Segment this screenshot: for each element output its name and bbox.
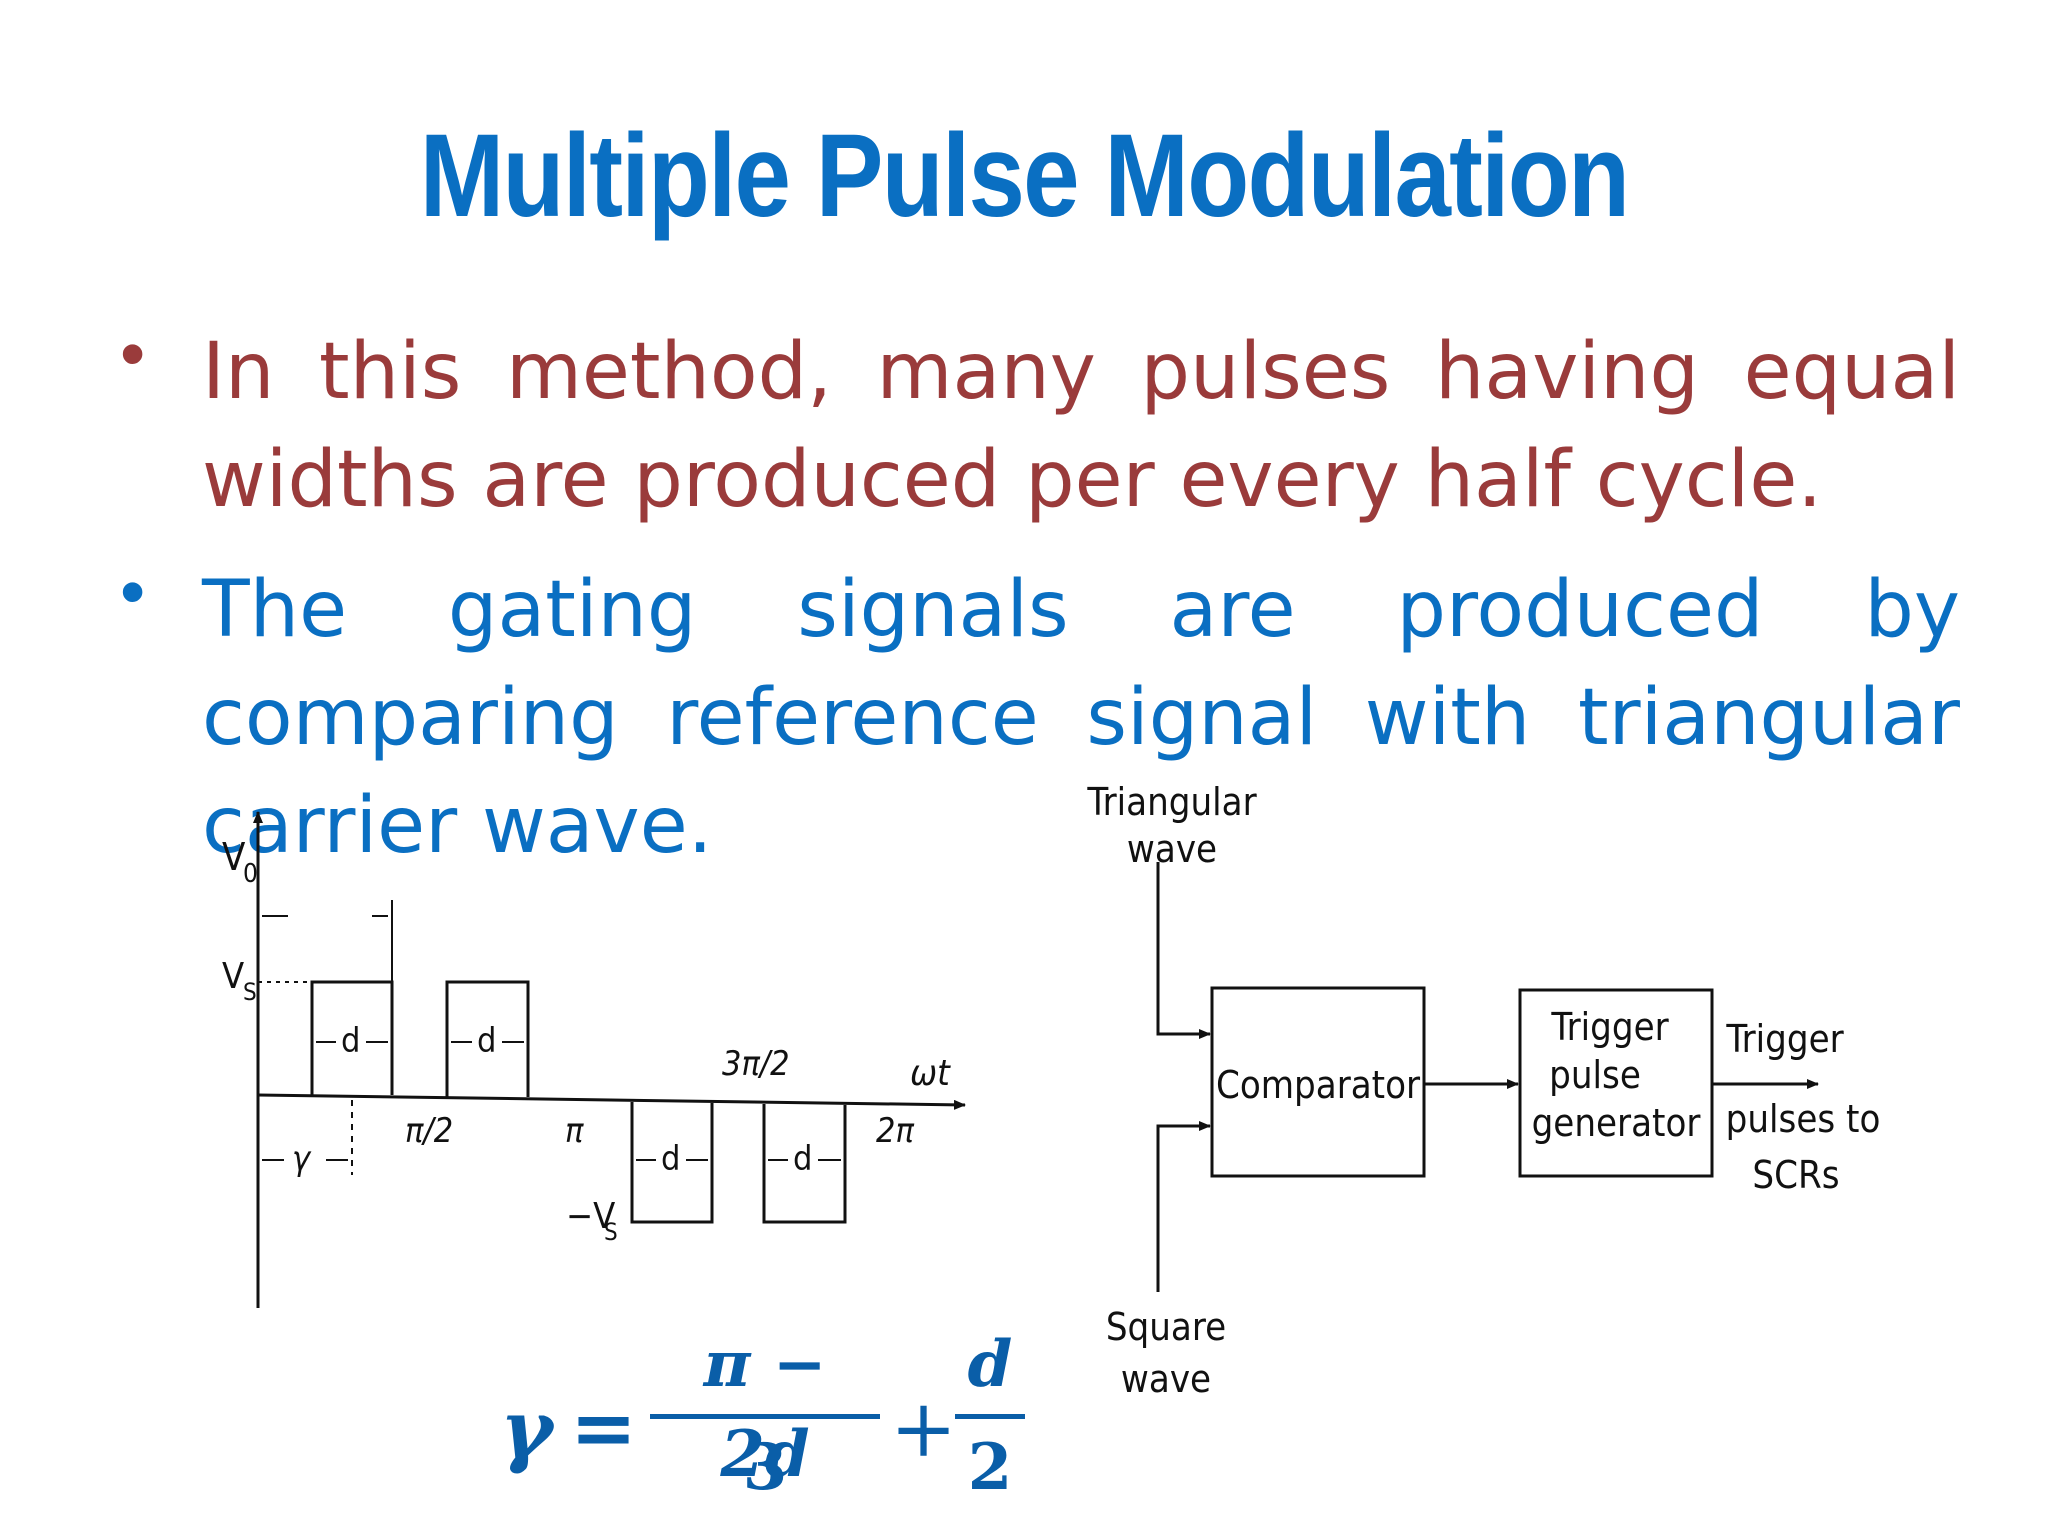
formula-equals: = xyxy=(570,1380,638,1474)
trigger-block-label-2: pulse xyxy=(1549,1053,1641,1097)
triangular-wave-label-1: Triangular xyxy=(1086,780,1257,824)
positive-pulse-1 xyxy=(310,980,394,1095)
d-label-4: d xyxy=(793,1139,812,1179)
d-label-2: d xyxy=(477,1021,496,1061)
neg-vs-label: −V xyxy=(566,1196,615,1237)
output-label-1: Trigger xyxy=(1725,1017,1844,1061)
triangular-wave-label-2: wave xyxy=(1127,827,1217,871)
formula-plus: + xyxy=(890,1382,958,1475)
y-axis-label: V xyxy=(222,835,246,879)
fraction-1-bar xyxy=(650,1414,880,1419)
y-axis-label-sub: 0 xyxy=(243,859,258,889)
block-diagram xyxy=(1156,862,1819,1292)
comparator-box xyxy=(1210,986,1426,1178)
fraction-2-numerator: d xyxy=(967,1327,1013,1402)
fraction-2-denominator: 2 xyxy=(967,1430,1013,1505)
d-label-1: d xyxy=(341,1021,360,1061)
wt-axis-label: ωt xyxy=(910,1053,951,1094)
square-wave-label-2: wave xyxy=(1121,1357,1211,1401)
fraction-2-bar xyxy=(955,1414,1025,1419)
positive-pulse-2 xyxy=(445,980,530,1097)
vs-label: V xyxy=(222,956,244,997)
trigger-block-label-3: generator xyxy=(1532,1101,1702,1145)
tick-pi-half: π/2 xyxy=(405,1111,453,1151)
tick-3pi-half: 3π/2 xyxy=(722,1044,790,1084)
output-label-2: pulses to xyxy=(1726,1097,1881,1141)
formula-lhs: γ xyxy=(500,1382,553,1476)
trigger-block-label-1: Trigger xyxy=(1550,1005,1669,1049)
fraction-1-denominator: 3 xyxy=(742,1430,788,1505)
formula-fraction-1: π − 2d 3 xyxy=(650,1320,880,1513)
tick-pi: π xyxy=(565,1111,584,1151)
bullet-2-text: The gating signals are produced by compa… xyxy=(202,565,1960,871)
gamma-label: γ xyxy=(292,1139,312,1179)
slide-title: Multiple Pulse Modulation xyxy=(419,110,1630,242)
square-wave-label-1: Square xyxy=(1106,1305,1226,1349)
gamma-formula: γ = π − 2d 3 + d 2 xyxy=(500,1320,1060,1520)
output-label-3: SCRs xyxy=(1752,1153,1839,1197)
square-input-line xyxy=(1156,1121,1211,1292)
comparator-label: Comparator xyxy=(1216,1063,1421,1107)
x-axis xyxy=(257,1093,966,1110)
pwm-waveform xyxy=(253,811,966,1308)
triangular-input-line xyxy=(1156,862,1211,1039)
negative-pulse-1 xyxy=(630,1102,714,1224)
neg-vs-label-sub: S xyxy=(604,1218,618,1246)
fraction-1-numerator: π − 2d xyxy=(703,1327,827,1492)
negative-pulse-2 xyxy=(762,1104,847,1224)
tick-2pi: 2π xyxy=(876,1111,914,1151)
vs-label-sub: S xyxy=(243,978,257,1006)
bullet-1-text: In this method, many pulses having equal… xyxy=(202,327,1960,525)
formula-fraction-2: d 2 xyxy=(955,1320,1025,1513)
d-label-3: d xyxy=(661,1139,680,1179)
